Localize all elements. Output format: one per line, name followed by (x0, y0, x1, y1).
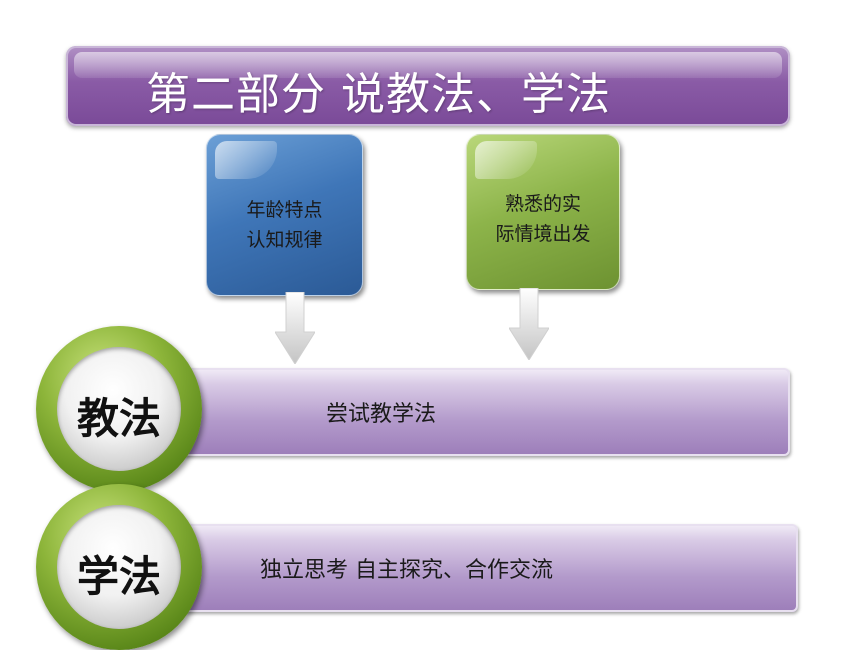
down-arrow-icon (509, 288, 549, 360)
card-gloss (215, 141, 277, 179)
card-age-characteristics: 年龄特点 认知规律 (206, 134, 363, 296)
learning-method-badge: 学法 (36, 484, 202, 650)
teaching-method-badge: 教法 (36, 326, 202, 492)
badge-disk: 教法 (57, 347, 181, 471)
slide-title: 第二部分 说教法、学法 (146, 69, 611, 120)
title-gloss (74, 52, 782, 78)
badge-disk: 学法 (57, 505, 181, 629)
teaching-method-band: 尝试教学法 (150, 368, 790, 456)
badge-label: 学法 (76, 552, 161, 601)
teaching-method-text: 尝试教学法 (326, 402, 437, 427)
learning-method-band: 独立思考 自主探究、合作交流 (150, 524, 798, 612)
down-arrow-icon (275, 292, 315, 364)
title-banner: 第二部分 说教法、学法 (66, 46, 790, 126)
badge-label: 教法 (76, 394, 161, 443)
card-text: 熟悉的实 际情境出发 (467, 189, 619, 249)
card-text: 年龄特点 认知规律 (207, 195, 362, 255)
card-gloss (475, 141, 537, 179)
card-line: 年龄特点 (246, 199, 323, 221)
card-line: 际情境出发 (495, 223, 591, 245)
card-line: 认知规律 (246, 229, 323, 251)
card-line: 熟悉的实 (504, 193, 581, 215)
card-real-situation: 熟悉的实 际情境出发 (466, 134, 620, 290)
learning-method-text: 独立思考 自主探究、合作交流 (260, 558, 553, 583)
